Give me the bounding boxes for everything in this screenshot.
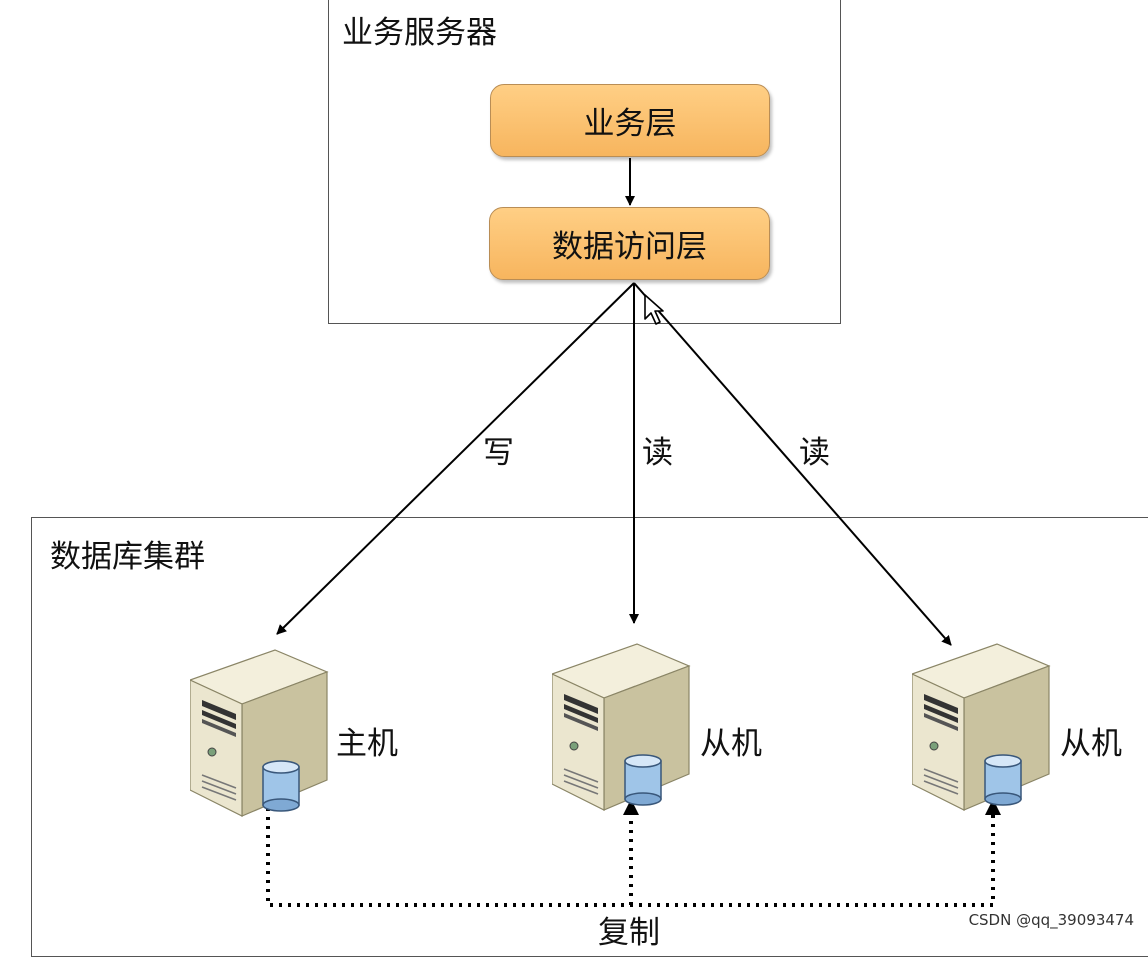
server-label-slave-2: 从机 [1060, 726, 1122, 762]
mouse-cursor-icon [644, 294, 664, 325]
replication-arrowhead-slave-1 [623, 799, 639, 815]
edge-label-write: 写 [483, 435, 514, 471]
replication-arrowhead-slave-2 [985, 799, 1001, 815]
watermark: CSDN @qq_39093474 [968, 911, 1134, 929]
app-server-title: 业务服务器 [342, 15, 497, 51]
server-icon [552, 643, 691, 811]
edge-label-read-2: 读 [799, 435, 830, 471]
db-cluster-title: 数据库集群 [50, 539, 205, 575]
server-label-slave-1: 从机 [700, 726, 762, 762]
server-icon [190, 649, 329, 817]
edge-label-read-1: 读 [642, 435, 673, 471]
arrow-write-to-master [276, 282, 635, 635]
database-icon [624, 754, 662, 806]
server-label-master: 主机 [336, 726, 398, 762]
arrow-read-to-slave-2 [633, 282, 952, 646]
database-icon [262, 760, 300, 812]
business-layer-node: 业务层 [490, 84, 770, 157]
edge-label-replicate: 复制 [598, 915, 660, 951]
data-access-layer-node: 数据访问层 [489, 207, 770, 280]
database-icon [984, 754, 1022, 806]
replication-lines [266, 808, 995, 907]
server-icon [912, 643, 1051, 811]
